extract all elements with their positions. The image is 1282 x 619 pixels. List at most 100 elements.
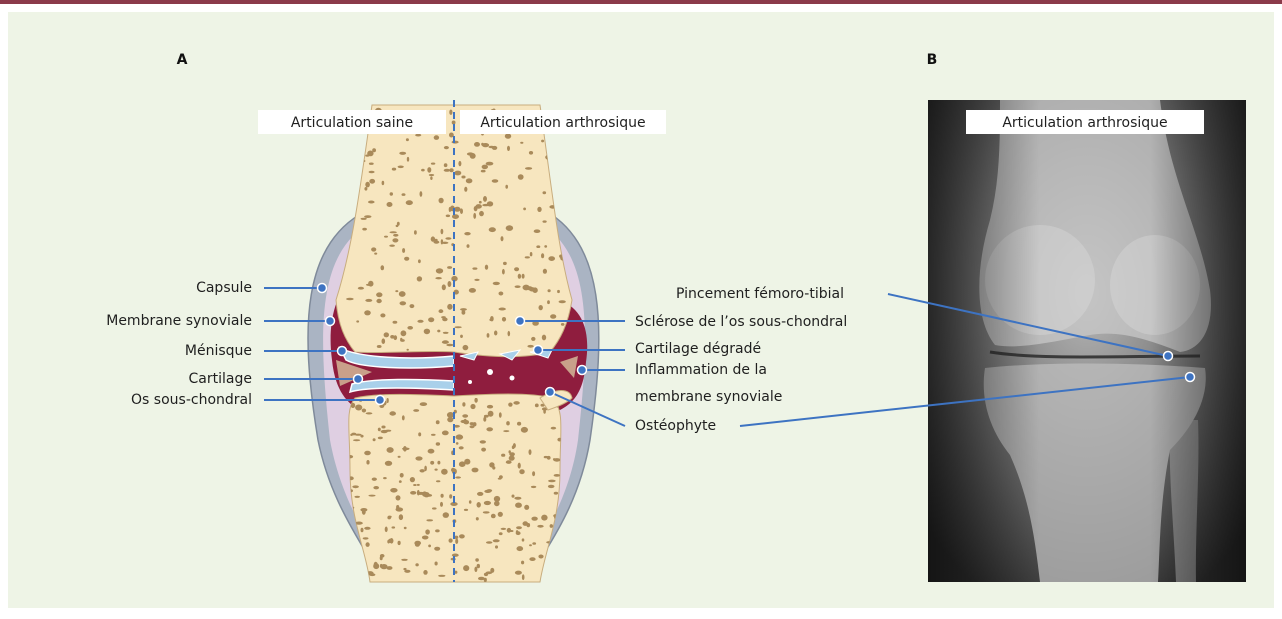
pore [404, 570, 410, 573]
dot-inflammation [578, 366, 587, 375]
pore [529, 151, 533, 155]
pore [418, 432, 421, 436]
pore [561, 323, 565, 326]
pore [340, 191, 346, 193]
pore [444, 146, 449, 149]
dot-menisque [338, 347, 347, 356]
pore [380, 556, 383, 560]
pore [562, 177, 565, 180]
pore [536, 245, 540, 248]
pore [554, 474, 561, 477]
pore [462, 310, 466, 314]
pore [488, 411, 494, 417]
pore [499, 308, 506, 311]
pore [487, 405, 493, 409]
pore [441, 494, 444, 498]
pore [562, 195, 568, 201]
pore [351, 433, 356, 436]
pore [396, 505, 399, 509]
label-sclerose: Sclérose de l’os sous-chondral [635, 314, 847, 330]
pore [501, 454, 505, 457]
panel-a-letter: A [177, 52, 188, 68]
pore [431, 236, 435, 241]
label-menisque: Ménisque [185, 343, 252, 359]
pore [495, 545, 498, 548]
label-inflammation-1: Inflammation de la [635, 362, 767, 378]
pore [353, 194, 357, 197]
pore [466, 178, 473, 183]
pore [420, 469, 425, 472]
pore [418, 259, 421, 263]
pore [362, 228, 367, 231]
pore [464, 509, 468, 511]
pore [481, 143, 484, 146]
pore [399, 480, 402, 483]
pore [368, 201, 375, 204]
pore [530, 252, 533, 256]
pore [493, 539, 500, 542]
pore [353, 547, 357, 552]
pore [417, 320, 423, 323]
pore [541, 140, 544, 143]
pore [539, 305, 543, 310]
pore [348, 207, 354, 212]
panel-a: A [106, 52, 847, 582]
pore [442, 431, 449, 436]
pore [445, 237, 451, 239]
pore [535, 404, 539, 408]
pore [402, 193, 406, 196]
pore [368, 495, 375, 497]
pore [404, 527, 407, 529]
pore [400, 473, 404, 478]
pore [491, 514, 496, 519]
pore [544, 245, 547, 248]
pore [356, 320, 359, 322]
pore [436, 442, 440, 445]
pore [364, 187, 367, 191]
pore [464, 187, 467, 192]
pore [444, 163, 448, 167]
pore [367, 151, 373, 157]
pore [532, 471, 535, 476]
pore [424, 466, 427, 472]
pore [473, 213, 476, 219]
dot-os-sous-chondral [376, 396, 385, 405]
pore [543, 269, 547, 274]
pore [355, 147, 358, 151]
pore [548, 485, 555, 488]
pore [384, 332, 389, 337]
pore [480, 440, 486, 443]
pore [401, 330, 407, 336]
pore [364, 310, 371, 315]
pore [428, 449, 435, 454]
pore [431, 434, 436, 436]
pore [472, 267, 477, 269]
pore [421, 169, 425, 172]
pore [431, 163, 435, 165]
pore [389, 245, 395, 247]
pore [437, 330, 440, 333]
pore [479, 211, 484, 216]
pore [470, 425, 475, 428]
pore [494, 496, 500, 502]
pore [424, 329, 430, 335]
label-osteophyte: Ostéophyte [635, 418, 716, 434]
pore [553, 458, 556, 460]
pore [556, 566, 561, 570]
dot-capsule [318, 284, 327, 293]
label-pincement: Pincement fémoro-tibial [676, 286, 844, 302]
pore [413, 484, 417, 486]
pore [366, 460, 369, 465]
pore [541, 515, 547, 521]
pore [507, 146, 510, 151]
pore [393, 321, 398, 324]
pore [362, 509, 366, 514]
pore [544, 456, 548, 458]
pore [474, 398, 477, 403]
pore [515, 503, 522, 508]
pore [455, 476, 461, 478]
dot-membrane [326, 317, 335, 326]
pore [364, 451, 371, 456]
pore [519, 469, 524, 474]
pore [485, 265, 488, 270]
